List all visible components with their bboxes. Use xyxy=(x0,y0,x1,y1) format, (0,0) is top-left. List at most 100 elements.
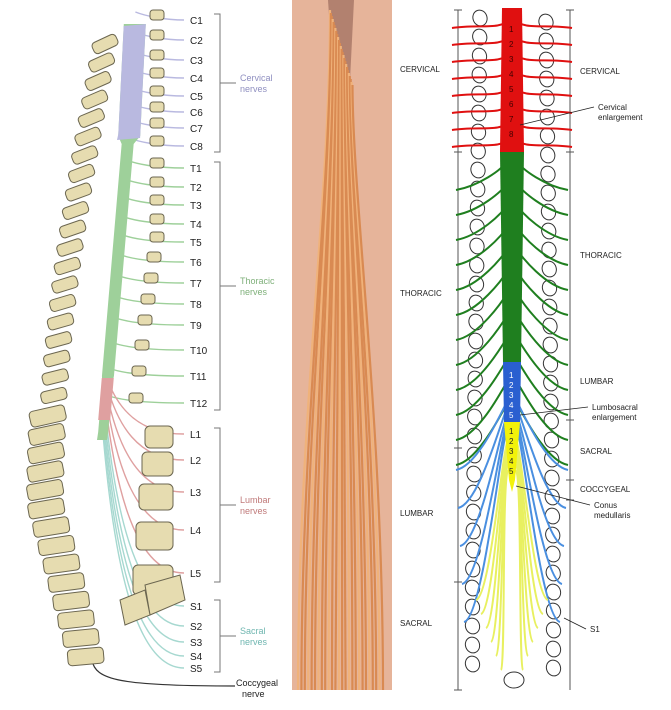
vertebra-outline-left xyxy=(471,47,488,65)
cervical-cord-number: 2 xyxy=(509,40,514,49)
vertebra-outline-right xyxy=(538,51,555,69)
vertebral-body xyxy=(27,423,66,446)
vertebra-outline-left xyxy=(464,598,481,616)
callout-label: Cervical xyxy=(598,103,627,112)
segment-label-s2: S2 xyxy=(190,622,203,633)
vertebral-body xyxy=(62,628,100,648)
vertebral-body xyxy=(26,441,65,465)
vertebra-outline-left xyxy=(466,465,482,483)
cervical-cord-number: 6 xyxy=(509,100,514,109)
vertebra-outline-left xyxy=(468,332,484,350)
segment-label-l4: L4 xyxy=(190,526,202,537)
segment-label-t9: T9 xyxy=(190,321,202,332)
vertebral-body xyxy=(56,238,84,257)
segment-label-s4: S4 xyxy=(190,652,203,663)
vertebra-outline-left xyxy=(465,560,481,578)
right-region-label-cervical: CERVICAL xyxy=(580,67,620,76)
vertebra-outline-left xyxy=(466,427,483,445)
vertebral-process xyxy=(149,117,165,129)
right-region-label-sacral: SACRAL xyxy=(580,447,613,456)
lumbar-cord-number: 3 xyxy=(509,391,514,400)
callout-leader xyxy=(515,485,591,506)
cervical-nerve-right xyxy=(515,70,573,80)
vertebral-process xyxy=(143,272,159,284)
vertebra-outline-left xyxy=(471,66,487,84)
vertebral-body xyxy=(61,201,90,220)
group-label-lumbar: Lumbar xyxy=(240,495,271,505)
vertebral-process xyxy=(131,365,147,377)
segment-label-t10: T10 xyxy=(190,346,208,357)
vertebra-outline-right xyxy=(544,469,560,487)
cervical-nerve-left xyxy=(451,19,509,29)
vertebra-outline-left xyxy=(471,104,487,122)
vertebral-body xyxy=(51,275,79,294)
segment-label-t8: T8 xyxy=(190,300,202,311)
segment-label-t11: T11 xyxy=(190,372,207,383)
spinal-cord-shape xyxy=(97,24,146,440)
lumbar-vertebra xyxy=(141,451,174,477)
sacral-cord-number: 5 xyxy=(509,467,514,476)
vertebral-process xyxy=(134,339,150,351)
vertebrae xyxy=(26,9,186,667)
nerve-s5 xyxy=(102,433,185,669)
vertebral-body xyxy=(53,256,82,276)
region-brackets xyxy=(454,9,574,691)
vertebral-body xyxy=(59,219,87,239)
vertebra-outline-right xyxy=(540,203,557,221)
nerve-coccygeal xyxy=(91,659,236,687)
cervical-cord-number: 5 xyxy=(509,85,514,94)
segment-label-c2: C2 xyxy=(190,36,203,47)
cervical-cord-number: 4 xyxy=(509,70,514,79)
group-label-thoracic: Thoracic xyxy=(240,276,275,286)
nerve-s2 xyxy=(103,415,185,627)
vertebra-outline-right xyxy=(545,659,562,677)
segment-label-c4: C4 xyxy=(190,74,203,85)
vertebral-process xyxy=(149,9,165,21)
nerve-group-labels: CervicalnervesThoracicnervesLumbarnerves… xyxy=(214,13,278,699)
vertebra-outline-left xyxy=(466,446,482,464)
vertebra-outline-left xyxy=(468,275,485,293)
lumbar-vertebra xyxy=(138,483,174,511)
lumbar-vertebra xyxy=(144,425,174,449)
segment-label-s5: S5 xyxy=(190,664,203,675)
vertebra-outline-right xyxy=(539,70,555,88)
callout-leader xyxy=(519,106,595,126)
sacral-nerve-right xyxy=(515,451,539,629)
vertebral-column-svg: C1C2C3C4C5C6C7C8T1T2T3T4T5T6T7T8T9T10T11… xyxy=(26,9,278,699)
thoracic-nerve-right xyxy=(515,291,569,341)
vertebral-process xyxy=(128,392,144,404)
vertebra-outline-left xyxy=(464,636,481,654)
cord-sacral xyxy=(504,422,520,492)
vertebral-body xyxy=(26,479,65,501)
nerve-rootlet xyxy=(346,69,368,691)
cervical-nerve-right xyxy=(515,87,573,97)
group-label-nerves: nerves xyxy=(240,84,268,94)
group-label-nerves: nerves xyxy=(240,287,268,297)
vertebra-outline-right xyxy=(543,431,560,449)
right-region-label-lumbar: LUMBAR xyxy=(580,377,614,386)
vertebra-outline-right xyxy=(539,108,555,126)
nerve-l2 xyxy=(106,385,185,461)
vertebra-outline-right xyxy=(541,222,557,240)
sacral-nerve-left xyxy=(480,445,509,615)
left-region-label-thoracic: THORACIC xyxy=(400,289,442,298)
segment-label-t7: T7 xyxy=(190,279,202,290)
group-bracket xyxy=(214,427,221,583)
cervical-cord-number: 8 xyxy=(509,130,514,139)
sacral-nerve-right xyxy=(515,445,544,615)
vertebral-body xyxy=(47,572,86,593)
segment-label-t1: T1 xyxy=(190,164,202,175)
callout-labels: CervicalenlargementLumbosacralenlargemen… xyxy=(515,103,643,634)
vertebral-body xyxy=(91,33,119,55)
group-bracket xyxy=(214,161,221,411)
segment-label-t2: T2 xyxy=(190,183,202,194)
vertebra-outline-right xyxy=(538,32,554,50)
vertebral-process xyxy=(149,231,165,243)
nerve-s4 xyxy=(102,427,185,657)
vertebra-outline-right xyxy=(545,621,562,639)
segment-label-t4: T4 xyxy=(190,220,202,231)
vertebral-process xyxy=(149,101,165,113)
cervical-nerve-left xyxy=(451,121,509,131)
